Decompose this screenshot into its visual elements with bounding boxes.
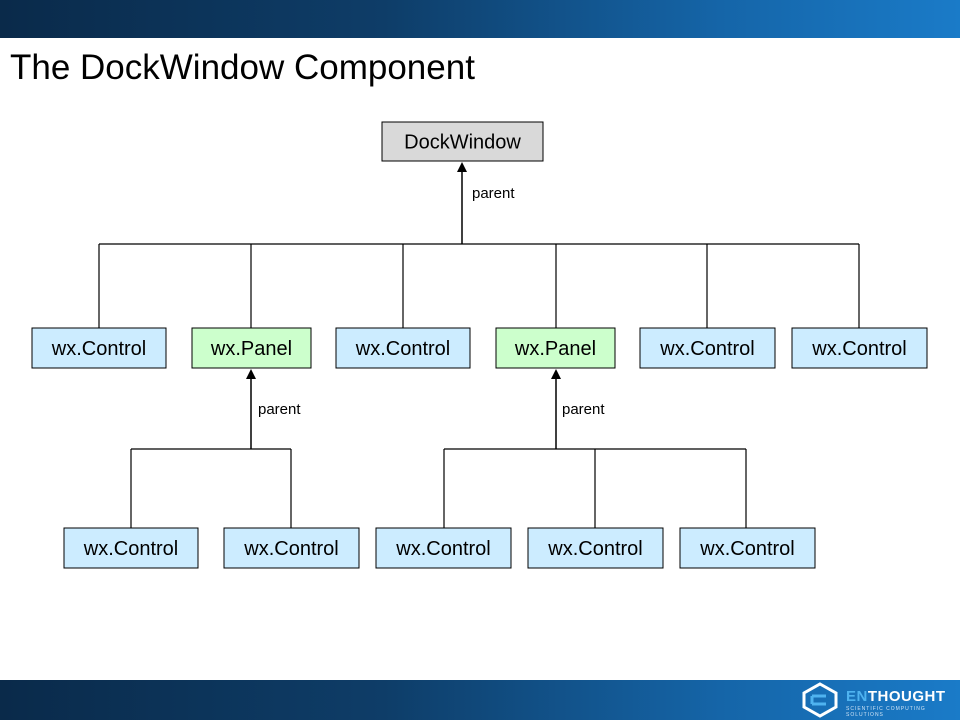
control-box (63, 527, 199, 569)
control-box (375, 527, 512, 569)
edge-group-p2: parent (443, 369, 747, 528)
logo-wordmark: ENTHOUGHT (846, 688, 946, 705)
node-c1: wx.Control (31, 327, 167, 369)
control-label: wx.Control (395, 538, 490, 560)
control-label: wx.Control (699, 538, 794, 560)
control-box (31, 327, 167, 369)
edge-group-p1: parent (130, 369, 301, 528)
node-c4: wx.Control (791, 327, 928, 369)
logo-suffix: THOUGHT (867, 688, 946, 705)
control-box (527, 527, 664, 569)
panel-box (191, 327, 312, 369)
control-box (639, 327, 776, 369)
node-c5: wx.Control (63, 527, 199, 569)
node-layer: DockWindow wx.Control wx.Panel wx.Control wx… (31, 121, 928, 569)
control-box (791, 327, 928, 369)
control-label: wx.Control (811, 338, 906, 360)
logo-prefix: EN (846, 688, 868, 705)
panel-label: wx.Panel (210, 338, 292, 360)
node-c7: wx.Control (375, 527, 512, 569)
node-c6: wx.Control (223, 527, 360, 569)
control-box (679, 527, 816, 569)
logo-tagline: SCIENTIFIC COMPUTING SOLUTIONS (846, 706, 926, 718)
enthought-logo-icon (802, 682, 838, 718)
connector-layer: parent parent parent (98, 162, 860, 528)
top-banner (0, 0, 960, 38)
control-label: wx.Control (243, 538, 338, 560)
control-label: wx.Control (51, 338, 146, 360)
node-p2: wx.Panel (495, 327, 616, 369)
node-c3: wx.Control (639, 327, 776, 369)
parent-label: parent (472, 185, 515, 202)
control-label: wx.Control (659, 338, 754, 360)
control-label: wx.Control (355, 338, 450, 360)
control-label: wx.Control (547, 538, 642, 560)
node-c9: wx.Control (679, 527, 816, 569)
panel-label: wx.Panel (514, 338, 596, 360)
bottom-banner (0, 680, 960, 720)
slide-title: The DockWindow Component (10, 48, 475, 87)
parent-label: parent (562, 401, 605, 418)
node-c2: wx.Control (335, 327, 471, 369)
panel-box (495, 327, 616, 369)
control-label: wx.Control (83, 538, 178, 560)
enthought-logo: ENTHOUGHT SCIENTIFIC COMPUTING SOLUTIONS (800, 682, 960, 718)
control-box (223, 527, 360, 569)
node-root: DockWindow (381, 121, 544, 162)
root-box (381, 121, 544, 162)
control-box (335, 327, 471, 369)
node-c8: wx.Control (527, 527, 664, 569)
edge-group-root: parent (98, 162, 860, 328)
node-p1: wx.Panel (191, 327, 312, 369)
root-label: DockWindow (404, 132, 521, 154)
parent-label: parent (258, 401, 301, 418)
